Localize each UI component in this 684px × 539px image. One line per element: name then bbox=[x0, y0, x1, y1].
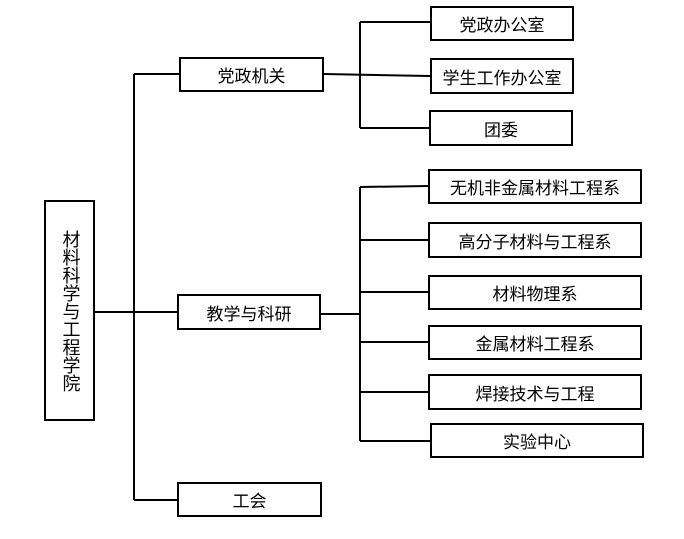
node-label: 焊接技术与工程 bbox=[475, 384, 595, 405]
node-jiaoxue-keyan: 教学与科研 bbox=[177, 294, 321, 330]
node-lab-center: 实验中心 bbox=[430, 423, 644, 458]
node-student-affairs-office: 学生工作办公室 bbox=[430, 58, 574, 94]
node-dangzheng-office: 党政办公室 bbox=[430, 6, 574, 41]
node-welding-dept: 焊接技术与工程 bbox=[428, 374, 642, 410]
connector-dangzheng-out bbox=[323, 73, 431, 77]
node-materials-physics-dept: 材料物理系 bbox=[428, 275, 642, 310]
node-metal-materials-dept: 金属材料工程系 bbox=[428, 325, 642, 360]
node-label: 高分子材料与工程系 bbox=[458, 232, 612, 253]
node-youth-league: 团委 bbox=[429, 110, 573, 146]
node-label: 教学与科研 bbox=[206, 304, 292, 325]
root-node-label: 材料科学与工程学院 bbox=[59, 229, 81, 392]
root-node: 材料科学与工程学院 bbox=[44, 200, 95, 421]
node-dangzheng-jiguan: 党政机关 bbox=[179, 57, 324, 92]
node-label: 材料物理系 bbox=[492, 285, 578, 305]
node-label: 金属材料工程系 bbox=[475, 335, 595, 355]
node-label: 团委 bbox=[484, 120, 518, 141]
connector-to-b1 bbox=[359, 185, 429, 188]
node-gonghui: 工会 bbox=[177, 482, 322, 517]
node-label: 党政办公室 bbox=[459, 16, 545, 36]
node-label: 实验中心 bbox=[503, 433, 571, 453]
node-polymer-dept: 高分子材料与工程系 bbox=[428, 222, 642, 258]
node-inorganic-nonmetal-dept: 无机非金属材料工程系 bbox=[428, 169, 642, 204]
node-label: 无机非金属材料工程系 bbox=[450, 179, 620, 199]
node-label: 党政机关 bbox=[217, 67, 286, 87]
node-label: 工会 bbox=[232, 492, 267, 512]
node-label: 学生工作办公室 bbox=[442, 68, 562, 89]
